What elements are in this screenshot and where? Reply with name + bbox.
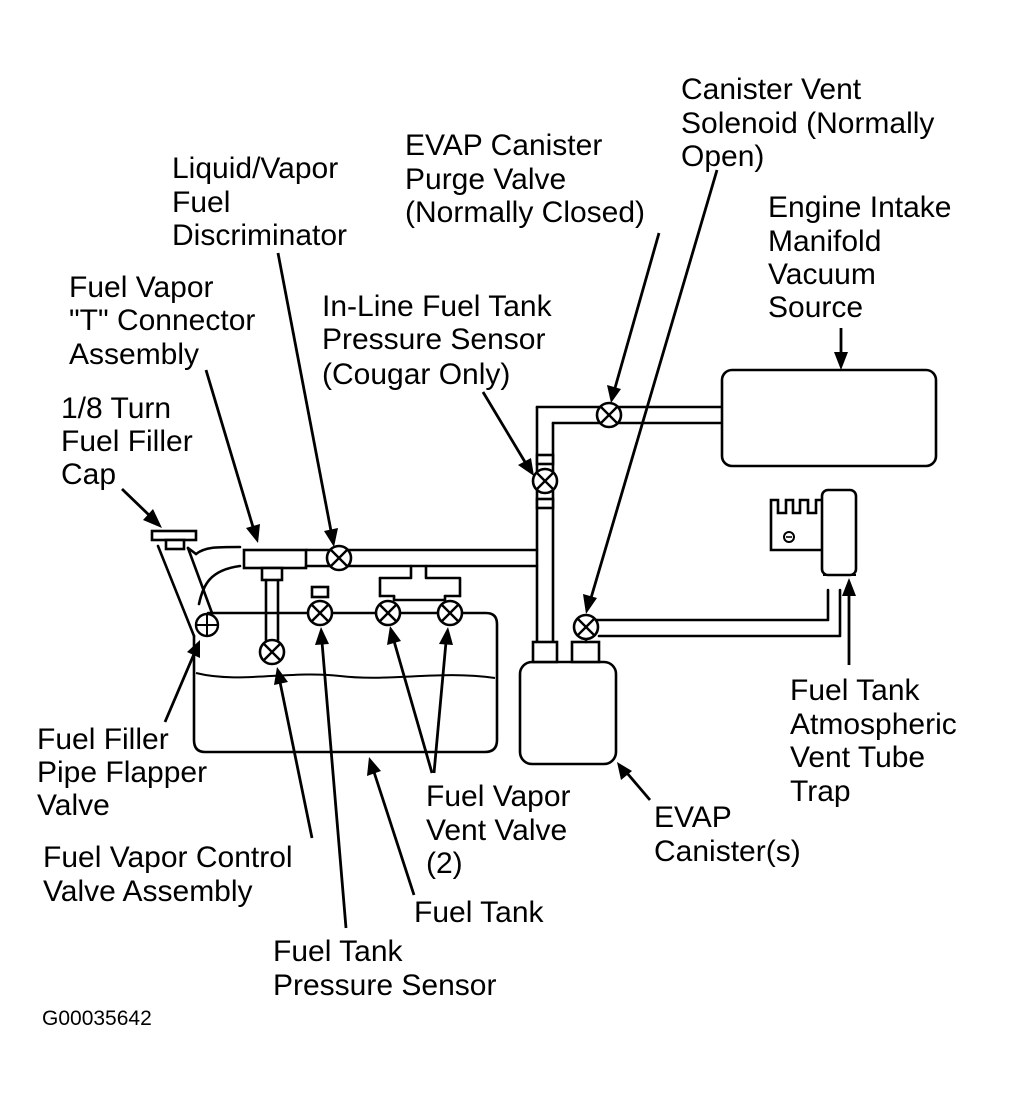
svg-text:Purge Valve: Purge Valve: [405, 163, 566, 196]
svg-text:Vent Tube: Vent Tube: [790, 741, 925, 774]
svg-text:EVAP Canister: EVAP Canister: [405, 129, 602, 162]
svg-text:(2): (2): [426, 847, 463, 880]
vent-valve-tubing: [378, 564, 462, 602]
label-tank-pressure-sensor: Fuel Tank Pressure Sensor: [273, 935, 496, 1002]
fuel-filler-cap: [150, 529, 198, 551]
svg-text:"T" Connector: "T" Connector: [69, 304, 255, 337]
svg-text:Canister(s): Canister(s): [654, 835, 801, 868]
flapper-valve-symbol: [194, 612, 220, 638]
evap-canister: [518, 640, 618, 766]
t-connector: [242, 548, 308, 582]
svg-text:EVAP: EVAP: [654, 801, 732, 834]
svg-text:(Normally Closed): (Normally Closed): [405, 196, 645, 229]
figure-code: G00035642: [42, 1007, 152, 1030]
svg-text:Assembly: Assembly: [69, 338, 199, 371]
label-canister-vent-solenoid: Canister Vent Solenoid (Normally Open): [681, 73, 934, 173]
label-vent-valve: Fuel Vapor Vent Valve (2): [426, 780, 571, 880]
label-inline-sensor: In-Line Fuel Tank Pressure Sensor (Couga…: [322, 290, 553, 391]
svg-text:Engine Intake: Engine Intake: [768, 191, 951, 224]
discriminator-valve-icon: [325, 544, 353, 572]
vent-valve-2-icon: [436, 599, 464, 627]
tank-pressure-sensor-icon: [306, 599, 334, 627]
svg-text:Valve: Valve: [37, 789, 110, 822]
svg-text:Pressure Sensor: Pressure Sensor: [273, 969, 496, 1002]
tank-sensor-cap: [310, 585, 330, 599]
vent-tube-trap: [769, 488, 858, 577]
inline-pressure-sensor: [531, 453, 559, 510]
svg-text:Solenoid (Normally: Solenoid (Normally: [681, 107, 934, 140]
svg-text:Liquid/Vapor: Liquid/Vapor: [172, 152, 338, 185]
label-flapper-valve: Fuel Filler Pipe Flapper Valve: [37, 723, 207, 822]
svg-text:Fuel Tank: Fuel Tank: [273, 935, 404, 968]
svg-text:Fuel Vapor: Fuel Vapor: [69, 271, 214, 304]
control-valve-stem: [264, 578, 280, 642]
label-filler-cap: 1/8 Turn Fuel Filler Cap: [61, 392, 193, 491]
svg-text:Manifold: Manifold: [768, 225, 881, 258]
svg-text:Fuel Tank: Fuel Tank: [790, 674, 921, 707]
svg-text:Valve Assembly: Valve Assembly: [43, 875, 253, 908]
label-discriminator: Liquid/Vapor Fuel Discriminator: [172, 152, 347, 252]
svg-text:Fuel Tank: Fuel Tank: [414, 896, 545, 929]
svg-text:Cap: Cap: [61, 458, 116, 491]
svg-text:Fuel: Fuel: [172, 186, 230, 219]
svg-text:Trap: Trap: [790, 775, 851, 808]
svg-text:(Cougar Only): (Cougar Only): [322, 358, 510, 391]
svg-text:Pressure Sensor: Pressure Sensor: [322, 323, 545, 356]
svg-text:1/8 Turn: 1/8 Turn: [61, 392, 171, 425]
purge-valve-icon: [595, 401, 623, 429]
svg-text:Source: Source: [768, 291, 863, 324]
label-fuel-tank: Fuel Tank: [414, 896, 545, 929]
svg-text:Atmospheric: Atmospheric: [790, 708, 957, 741]
label-purge-valve: EVAP Canister Purge Valve (Normally Clos…: [405, 129, 645, 229]
svg-text:Open): Open): [681, 140, 764, 173]
vent-line: [584, 588, 842, 644]
svg-text:Vent Valve: Vent Valve: [426, 814, 567, 847]
label-control-valve: Fuel Vapor Control Valve Assembly: [43, 841, 293, 908]
vent-valve-1-icon: [374, 599, 402, 627]
svg-text:Fuel Vapor Control: Fuel Vapor Control: [43, 841, 293, 874]
svg-text:Fuel Vapor: Fuel Vapor: [426, 780, 571, 813]
label-engine-intake: Engine Intake Manifold Vacuum Source: [768, 191, 951, 324]
canister-vent-solenoid-icon: [572, 613, 600, 641]
label-vent-tube-trap: Fuel Tank Atmospheric Vent Tube Trap: [790, 674, 957, 808]
label-evap-canister: EVAP Canister(s): [654, 801, 801, 868]
control-valve-icon: [258, 638, 286, 666]
svg-text:Vacuum: Vacuum: [768, 258, 876, 291]
svg-text:Fuel Filler: Fuel Filler: [37, 723, 169, 756]
svg-text:In-Line Fuel Tank: In-Line Fuel Tank: [322, 290, 553, 323]
svg-text:Pipe Flapper: Pipe Flapper: [37, 756, 207, 789]
svg-text:Discriminator: Discriminator: [172, 219, 347, 252]
fuel-filler-pipe: [156, 544, 242, 638]
fuel-tank: [192, 611, 499, 754]
svg-text:Fuel Filler: Fuel Filler: [61, 425, 193, 458]
label-t-connector: Fuel Vapor "T" Connector Assembly: [69, 271, 255, 371]
engine-intake-manifold: [720, 368, 938, 468]
svg-text:Canister Vent: Canister Vent: [681, 73, 862, 106]
leader-lines: [121, 169, 856, 929]
